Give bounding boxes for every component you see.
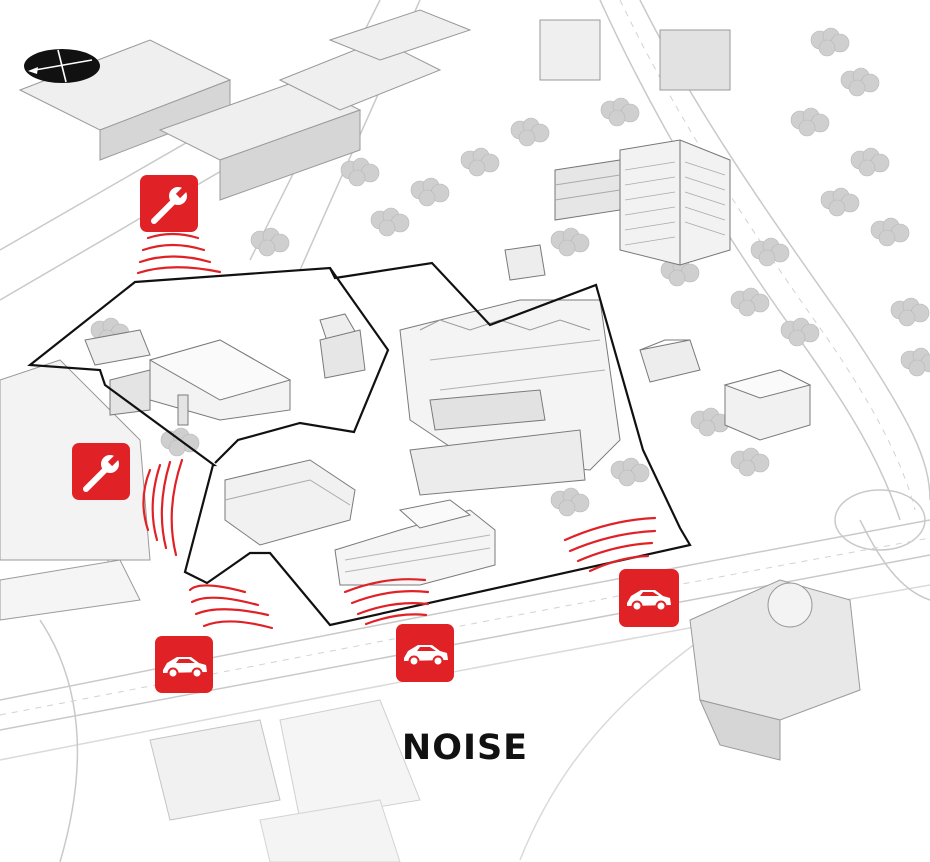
surrounding-buildings: [0, 9, 861, 862]
site-buildings: [84, 244, 621, 586]
tower-buildings: [554, 139, 731, 266]
wrench-icon: [140, 175, 198, 232]
road-markings: [0, 0, 930, 716]
compass-icon: [24, 49, 100, 83]
site-boundary: [27, 261, 692, 627]
diagram-title: NOISE: [401, 728, 529, 768]
residential-buildings: [639, 339, 812, 441]
car-icon: [155, 636, 213, 693]
wrench-icon: [72, 443, 130, 500]
noise-waves: [136, 232, 657, 630]
car-icon: [396, 624, 454, 682]
car-icon: [619, 569, 679, 627]
